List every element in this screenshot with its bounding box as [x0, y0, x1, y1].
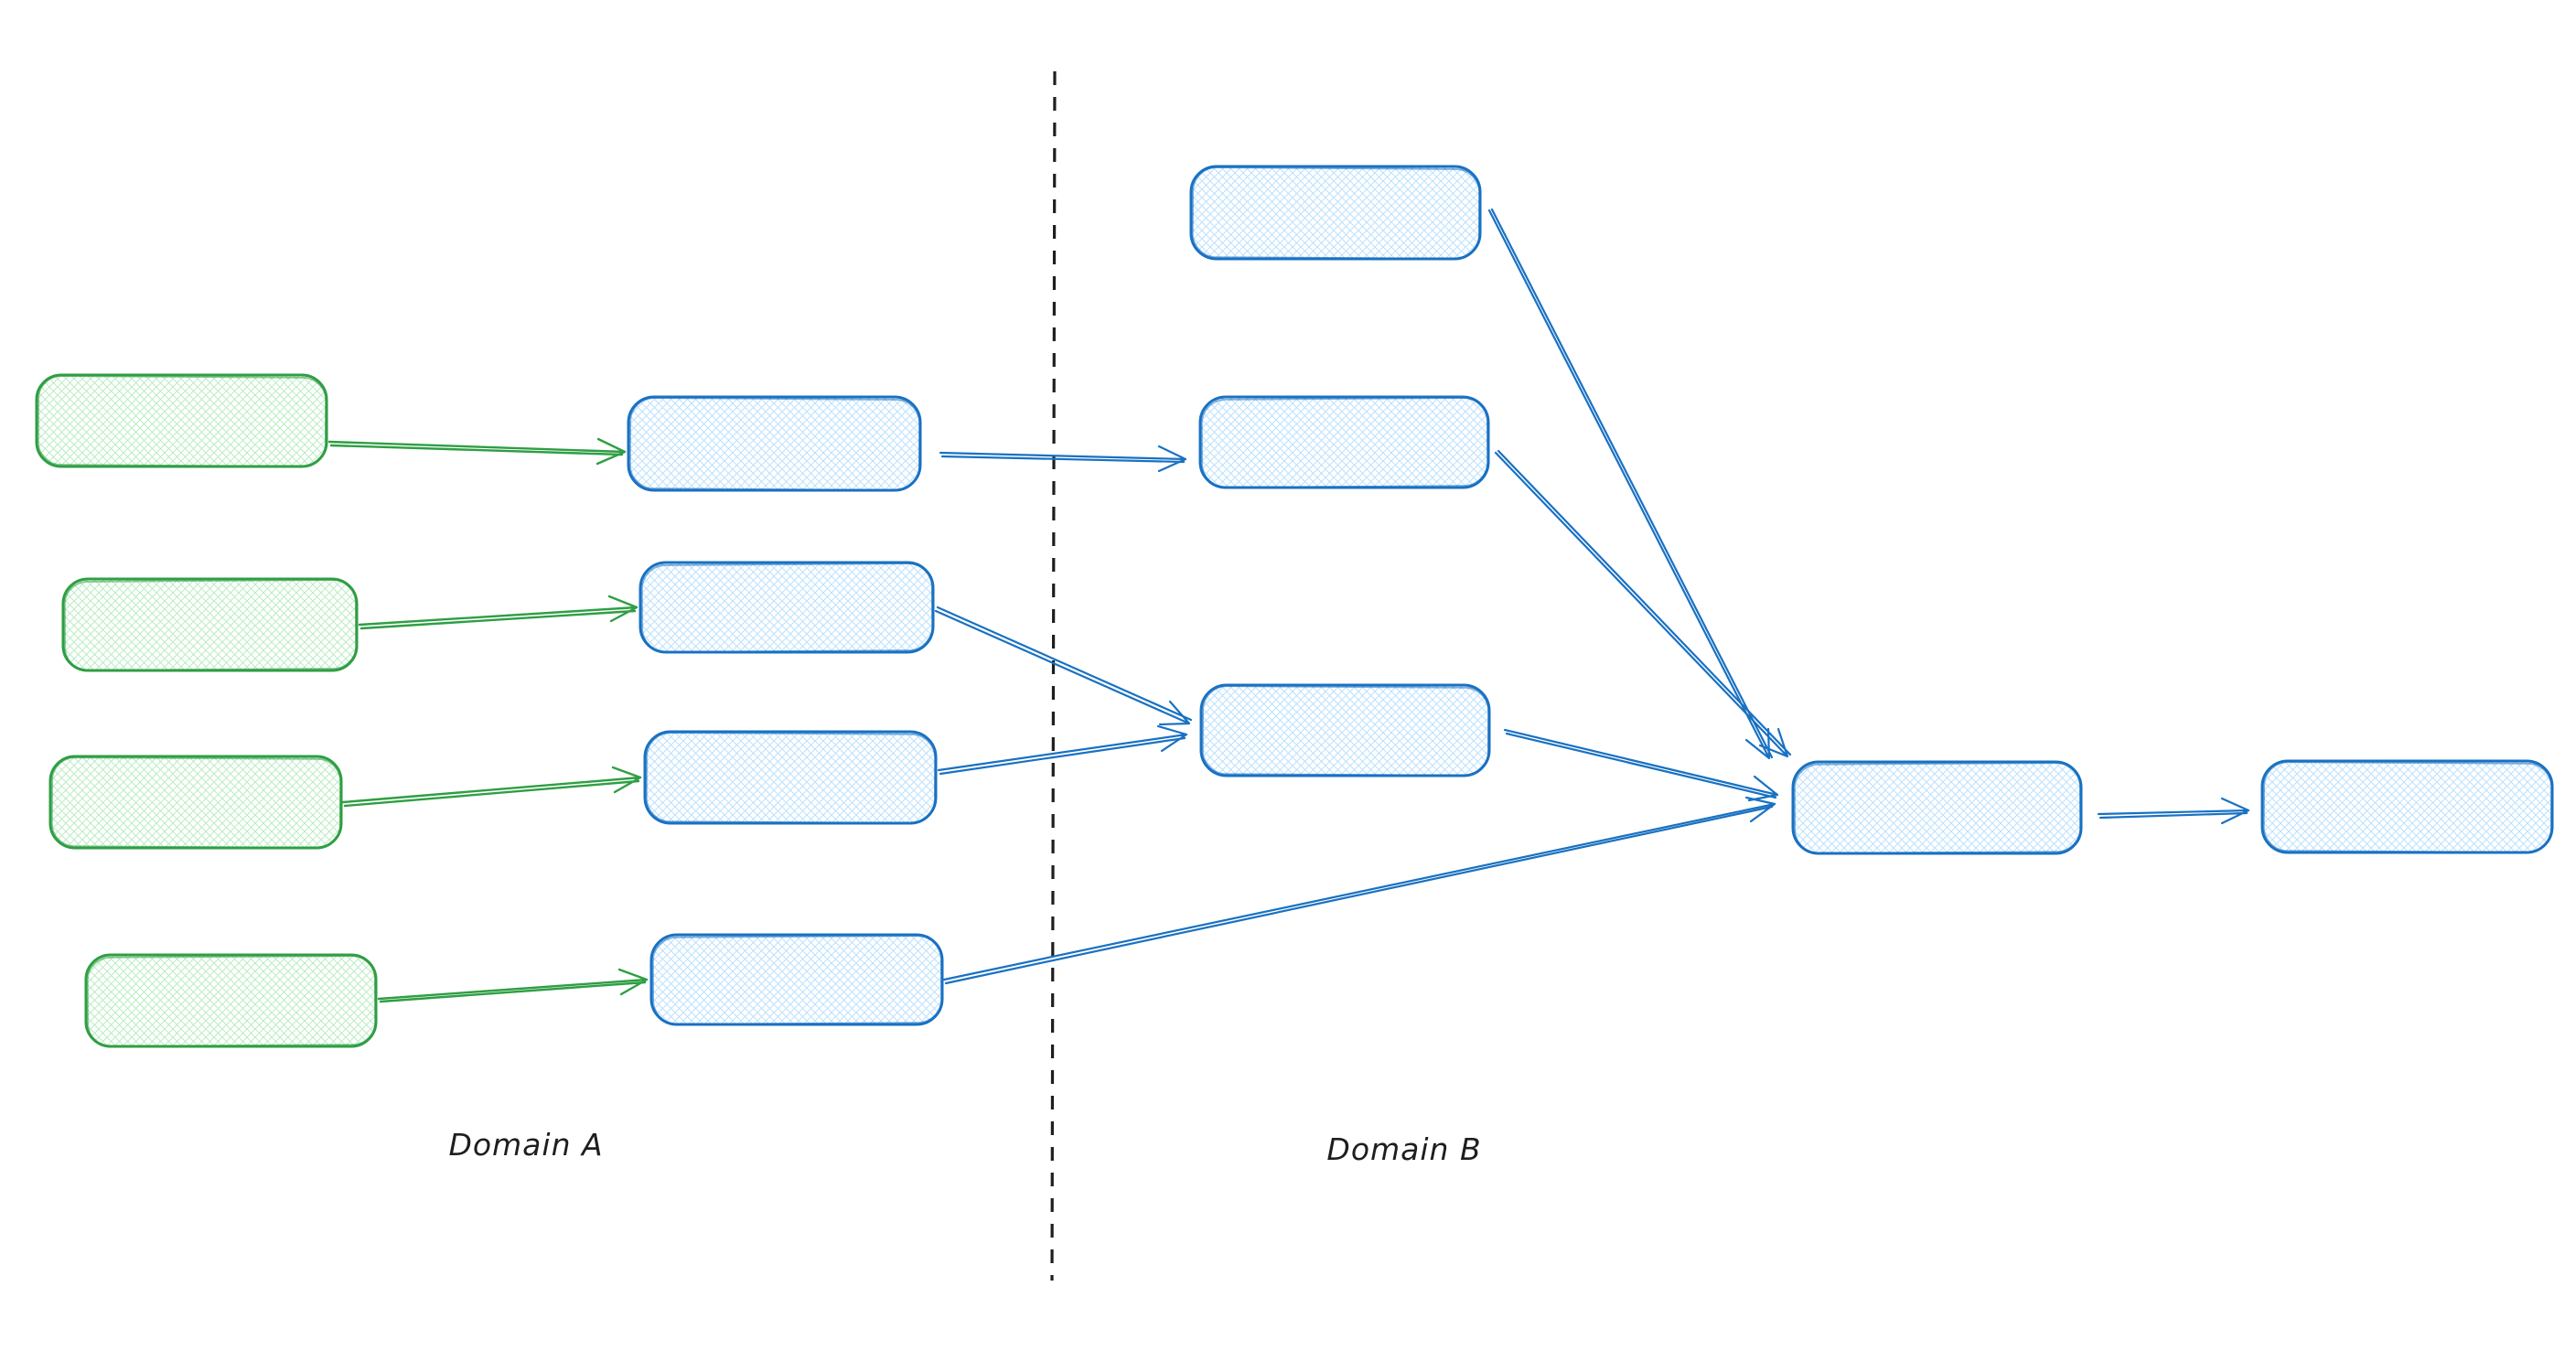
node-blue-b-top: [1189, 165, 1482, 261]
edge-blue-a-1-to-b-mid: [939, 445, 1187, 473]
node-blue-a-3: [643, 730, 938, 825]
edge-blue-a-3-to-b-lower: [937, 724, 1188, 776]
node-blue-b-mid: [1198, 395, 1490, 489]
edge-blue-b-top-to-b-hub: [1487, 208, 1774, 760]
node-blue-a-2: [639, 561, 935, 654]
node-green-source-4: [84, 953, 378, 1048]
edge-blue-a-2-to-b-lower: [934, 606, 1193, 726]
node-green-source-1: [35, 373, 328, 468]
node-green-source-2: [61, 577, 359, 672]
node-blue-b-hub: [1791, 760, 2083, 855]
edge-green-2-to-blue-a-2: [358, 595, 639, 630]
domain-divider-dashed-line: [1050, 70, 1057, 1281]
edge-blue-a-4-to-b-hub: [942, 796, 1776, 985]
domain-b-label: Domain B: [1326, 1131, 1481, 1167]
node-blue-b-output: [2260, 759, 2554, 854]
node-blue-a-4: [649, 933, 944, 1026]
node-blue-a-1: [627, 395, 922, 492]
edge-blue-b-lower-to-b-hub: [1503, 728, 1779, 802]
node-green-source-3: [48, 755, 343, 850]
edge-green-1-to-blue-a-1: [327, 437, 627, 466]
edge-green-3-to-blue-a-3: [341, 766, 642, 808]
edge-green-4-to-blue-a-4: [377, 968, 649, 1003]
edge-blue-b-hub-to-b-output: [2097, 797, 2250, 825]
edge-blue-b-mid-to-b-hub: [1494, 449, 1792, 758]
domain-a-label: Domain A: [448, 1127, 603, 1163]
node-blue-b-lower: [1199, 683, 1491, 777]
